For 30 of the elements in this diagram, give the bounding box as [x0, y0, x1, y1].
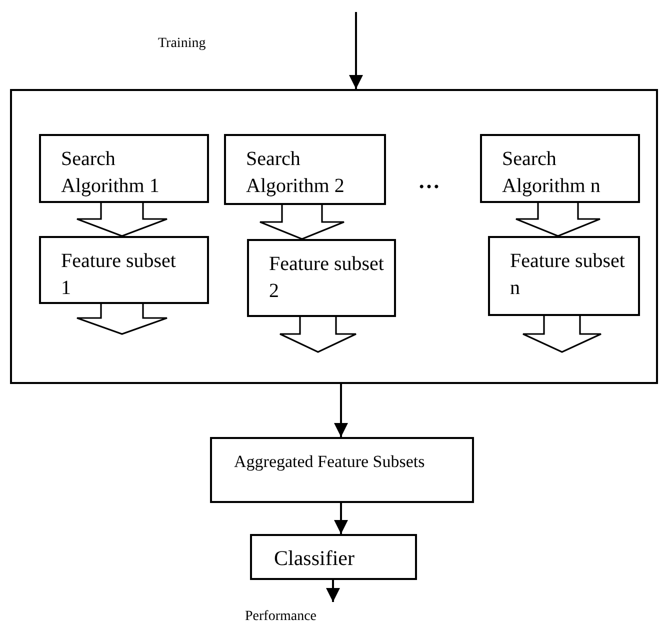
- group-frame: [10, 89, 658, 384]
- process-box: [488, 236, 640, 316]
- process-box: [39, 134, 209, 203]
- process-box: [247, 239, 396, 317]
- box-label: Search Algorithm 2: [246, 147, 346, 199]
- block-arrow: [279, 316, 357, 353]
- box-label: Feature subset 2: [269, 252, 385, 304]
- box-label: Classifier: [274, 545, 356, 571]
- block-arrow: [259, 204, 345, 240]
- process-box: [480, 134, 640, 203]
- process-box: [210, 437, 474, 503]
- arrow: [334, 384, 348, 437]
- block-arrow: [76, 202, 168, 237]
- output-label: Performance: [245, 609, 317, 625]
- box-label: Feature subset 1: [61, 249, 177, 301]
- arrow: [326, 580, 340, 602]
- process-box: [39, 236, 209, 304]
- process-box: [250, 534, 417, 580]
- input-label: Training: [158, 36, 206, 52]
- arrow: [334, 503, 348, 534]
- box-label: Search Algorithm n: [502, 147, 602, 199]
- box-label: Aggregated Feature Subsets: [234, 451, 426, 473]
- block-arrow: [76, 303, 168, 335]
- box-label: Search Algorithm 1: [61, 147, 160, 199]
- block-arrow: [522, 315, 602, 353]
- process-box: [224, 134, 386, 205]
- block-arrow: [515, 202, 601, 237]
- box-label: Feature subset n: [510, 249, 626, 301]
- arrow: [349, 12, 363, 89]
- ellipsis: …: [418, 168, 440, 194]
